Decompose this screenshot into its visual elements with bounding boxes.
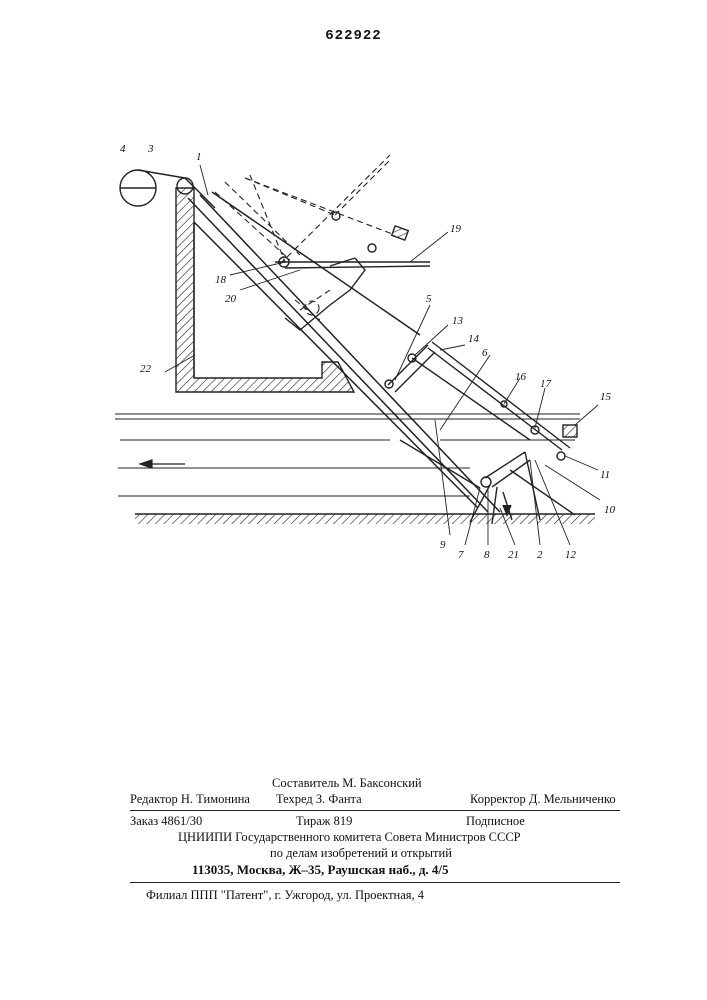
divider-bottom bbox=[130, 882, 620, 883]
corrector-line: Корректор Д. Мельниченко bbox=[470, 792, 616, 807]
label-13: 13 bbox=[452, 315, 464, 327]
inclined-screen bbox=[188, 192, 500, 512]
label-1: 1 bbox=[196, 151, 202, 163]
label-2: 2 bbox=[537, 549, 543, 561]
label-16: 16 bbox=[515, 371, 527, 383]
label-9: 9 bbox=[440, 539, 446, 551]
label-7: 7 bbox=[458, 549, 464, 561]
label-10: 10 bbox=[604, 504, 616, 516]
compiler-line: Составитель М. Баксонский bbox=[272, 776, 422, 791]
circulation-line: Тираж 819 bbox=[296, 814, 352, 829]
techred-line: Техред З. Фанта bbox=[276, 792, 362, 807]
leader-lines bbox=[165, 165, 600, 545]
bank-wall bbox=[176, 188, 354, 392]
label-14: 14 bbox=[468, 333, 480, 345]
label-20: 20 bbox=[225, 293, 237, 305]
label-6: 6 bbox=[482, 347, 488, 359]
label-12: 12 bbox=[565, 549, 577, 561]
patent-figure: 4 3 1 18 20 19 22 5 13 14 6 16 17 15 11 … bbox=[0, 0, 707, 620]
winch-drum bbox=[120, 170, 215, 208]
label-17: 17 bbox=[540, 378, 552, 390]
institute-line: ЦНИИПИ Государственного комитета Совета … bbox=[178, 830, 521, 845]
editor-line: Редактор Н. Тимонина bbox=[130, 792, 250, 807]
subscription-line: Подписное bbox=[466, 814, 525, 829]
branch-line: Филиал ППП "Патент", г. Ужгород, ул. Про… bbox=[146, 888, 424, 903]
affairs-line: по делам изобретений и открытий bbox=[270, 846, 452, 861]
label-3: 3 bbox=[147, 143, 154, 155]
divider-top bbox=[130, 810, 620, 811]
label-15: 15 bbox=[600, 391, 612, 403]
label-4: 4 bbox=[120, 143, 126, 155]
label-11: 11 bbox=[600, 469, 610, 481]
label-21: 21 bbox=[508, 549, 519, 561]
flow-arrow-icon bbox=[140, 460, 185, 468]
label-5: 5 bbox=[426, 293, 432, 305]
label-18: 18 bbox=[215, 274, 227, 286]
address-line: 113035, Москва, Ж–35, Раушская наб., д. … bbox=[192, 862, 449, 878]
order-line: Заказ 4861/30 bbox=[130, 814, 202, 829]
riverbed bbox=[135, 514, 595, 524]
label-8: 8 bbox=[484, 549, 490, 561]
raised-position-dashed bbox=[215, 155, 395, 320]
label-22: 22 bbox=[140, 363, 152, 375]
label-19: 19 bbox=[450, 223, 462, 235]
